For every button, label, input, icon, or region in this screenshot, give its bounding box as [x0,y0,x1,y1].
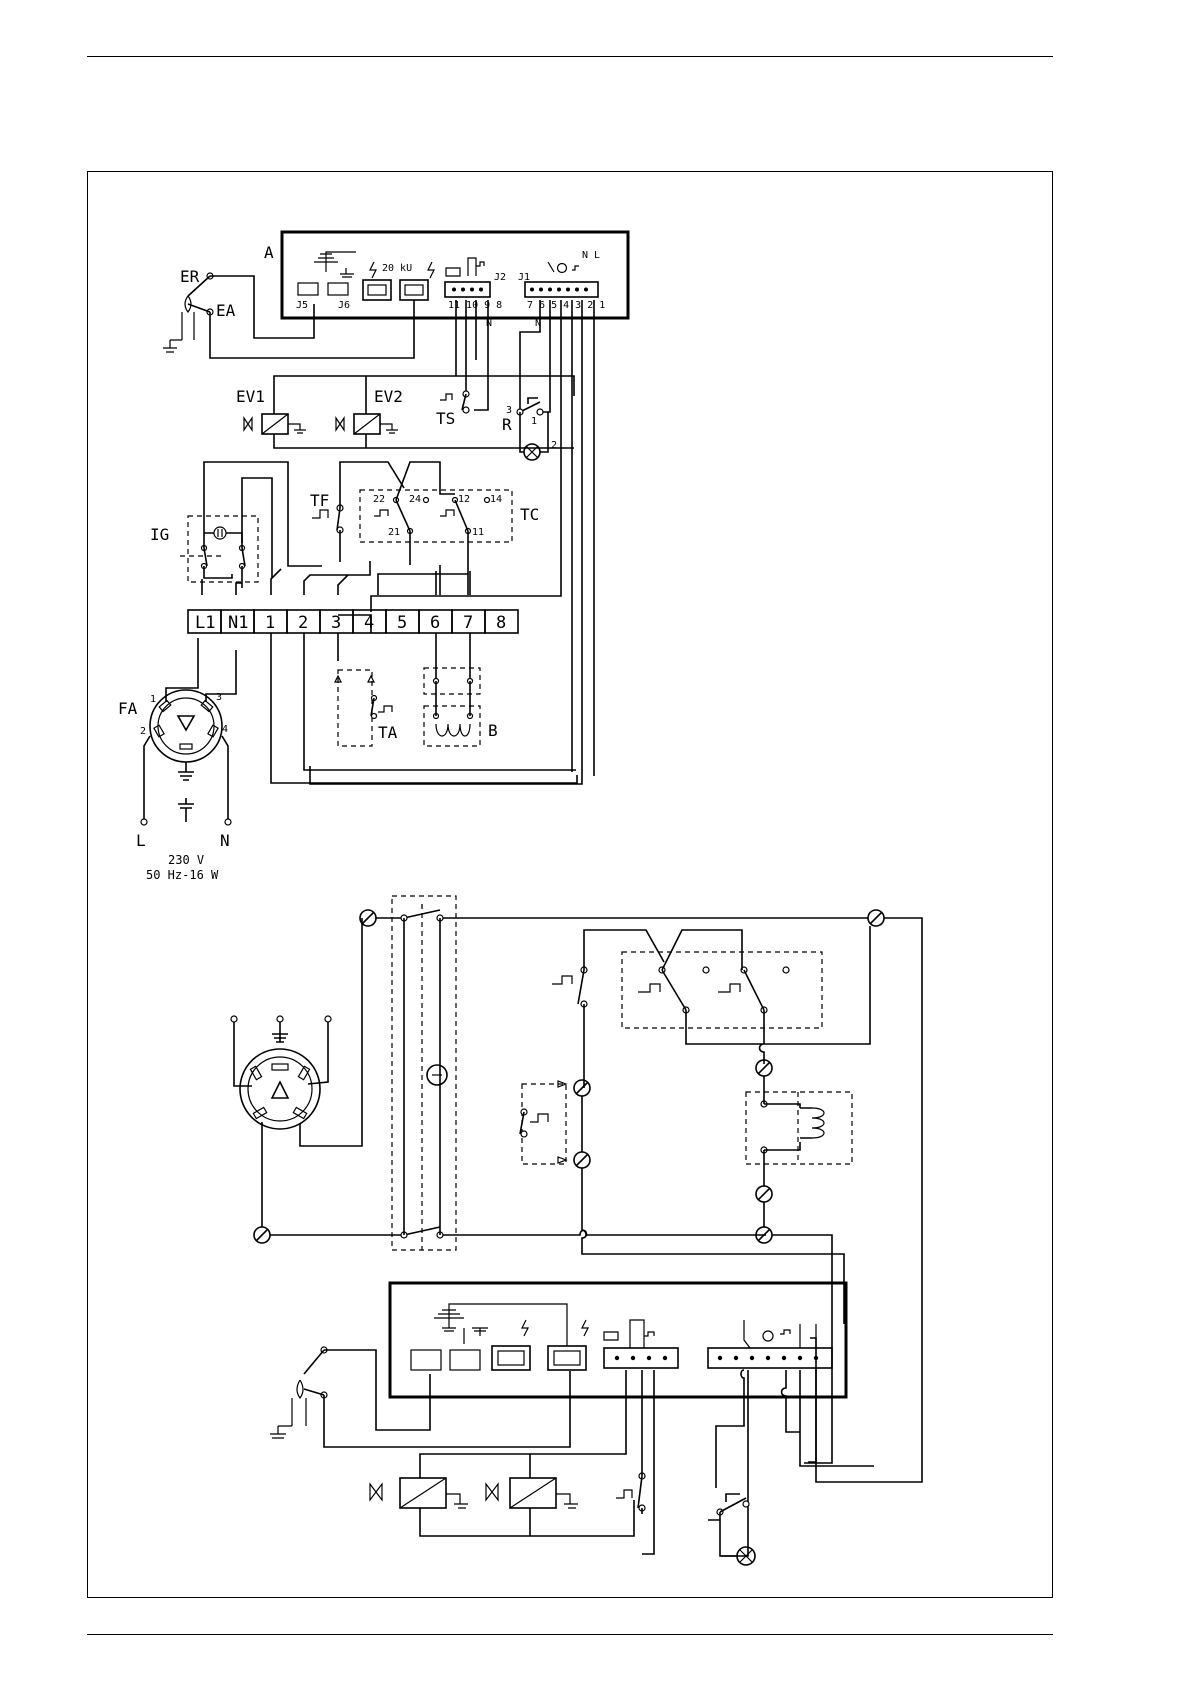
flame-rectifier-icon [314,252,356,272]
j2-n-label: N [486,318,492,329]
terminal-label: 6 [430,613,440,633]
svg-text:24: 24 [409,494,421,505]
label-ts: TS [436,409,455,428]
svg-text:11: 11 [472,527,484,538]
terminal-label: 8 [496,613,506,633]
valve-icon [336,418,344,430]
svg-text:3: 3 [506,405,512,416]
label-j2: J2 [494,272,506,283]
neon-lamp-icon [214,527,226,539]
svg-text:21: 21 [388,527,400,538]
spark-icon [428,262,434,278]
lower-wiring-diagram [231,896,922,1565]
label-supply-l: L [136,831,146,850]
terminal-label: 5 [397,613,407,633]
ground-icon [340,268,354,277]
terminal-label: N1 [228,613,248,633]
label-fa: FA [118,699,138,718]
label-tf: TF [310,491,329,510]
svg-text:22: 22 [373,494,385,505]
motor-coil-icon [436,724,470,736]
label-ev1: EV1 [236,387,265,406]
label-ta: TA [378,723,398,742]
j1-nl-label: N L [582,250,600,261]
terminal-label: L1 [195,613,215,633]
svg-text:2: 2 [551,440,557,451]
label-a: A [264,243,274,262]
lamp-icon [558,264,567,273]
ta-outline [338,670,372,746]
terminal-label: 2 [298,613,308,633]
triangle-key-icon [178,716,194,730]
svg-text:12: 12 [458,494,470,505]
ground-icon [163,312,194,352]
hv-connector-1 [363,280,391,300]
ground-icon [288,424,306,433]
supply-voltage: 230 V [168,853,204,867]
supply-frequency: 50 Hz-16 W [146,868,219,882]
label-b: B [488,721,498,740]
label-j6: J6 [338,300,350,311]
svg-text:4: 4 [222,724,228,735]
label-ea: EA [216,301,236,320]
ig-outline [188,516,258,582]
connector-j5 [298,283,318,295]
terminal-label: 1 [265,613,275,633]
valve-icon [244,418,252,430]
label-ev2: EV2 [374,387,403,406]
control-box-a: A J5 J6 20 kU J2 11 10 9 8 J1 7 6 5 4 3 … [264,232,628,318]
terminal-label: 7 [463,613,473,633]
ground-icon [380,424,398,433]
label-r: R [502,415,512,434]
label-j5: J5 [296,300,308,311]
connector-j2 [445,282,490,297]
svg-text:14: 14 [490,494,502,505]
label-ig: IG [150,525,169,544]
connector-j6 [328,283,348,295]
label-tc: TC [520,505,539,524]
reset-button-r: R 3 1 2 [502,300,557,460]
spark-icon [370,262,376,278]
terminal-block: L1 N1 1 2 3 4 5 6 7 8 [188,610,518,633]
label-er: ER [180,267,200,286]
terminal-label: 4 [364,613,374,633]
label-j1: J1 [518,272,530,283]
svg-text:1: 1 [531,416,537,427]
hv-connector-2 [400,280,428,300]
svg-text:1: 1 [150,694,156,705]
connector-fa: FA 1 2 3 4 L N 230 V 50 Hz-16 W [118,638,236,882]
valve-relay-icon [446,258,484,276]
pump-b: B [424,633,498,746]
main-switch-ig: IG [150,462,322,588]
terminal-label: 3 [331,613,341,633]
room-thermostat-ta: TA [335,615,398,746]
safety-thermostat-ts: TS [436,391,469,428]
label-supply-n: N [220,831,230,850]
svg-text:2: 2 [140,726,146,737]
label-20kv: 20 kU [382,263,412,274]
